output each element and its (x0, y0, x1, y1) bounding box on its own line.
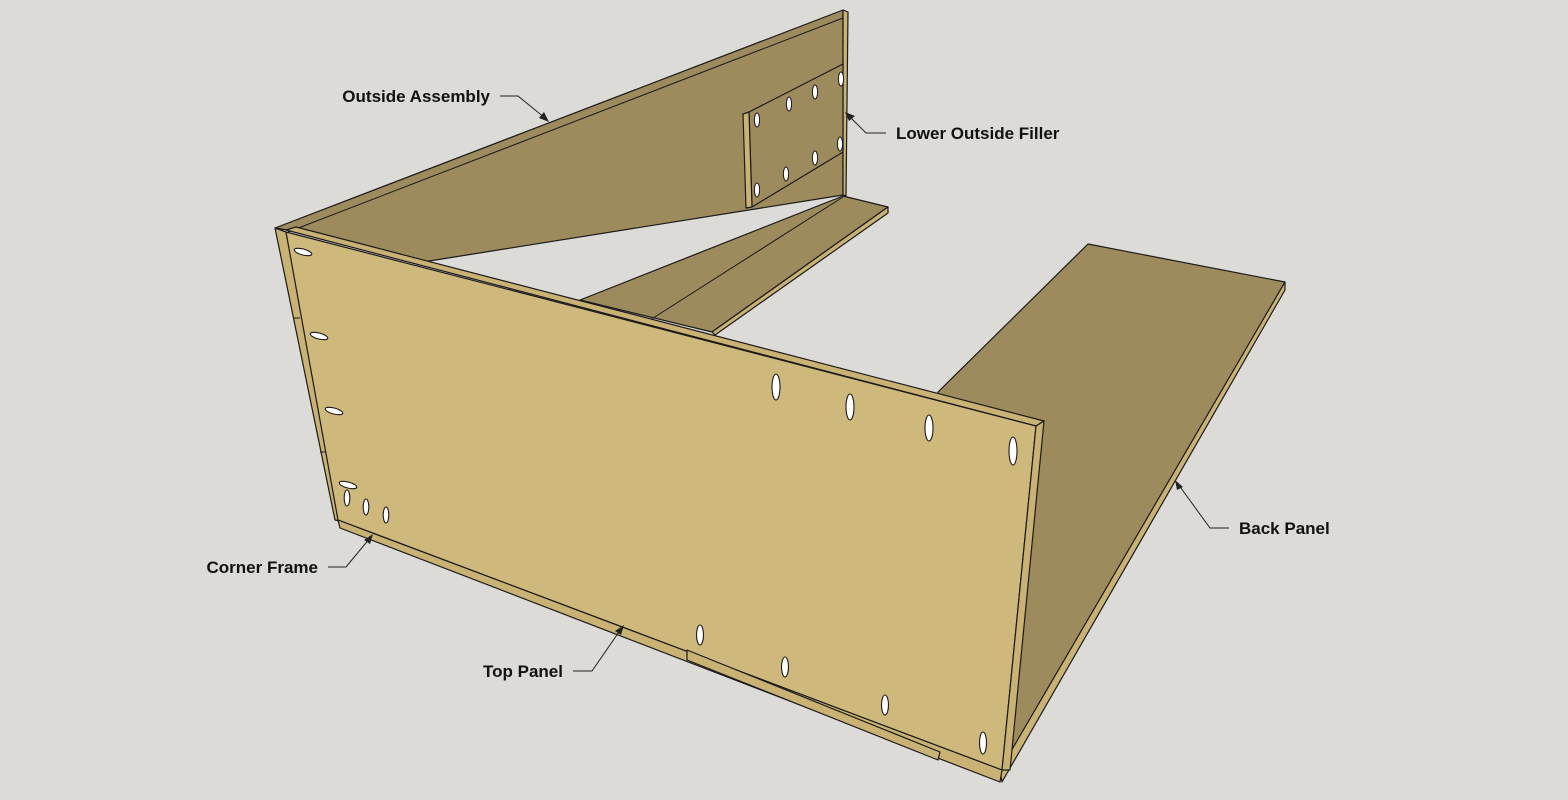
top-panel-label: Top Panel (483, 662, 563, 681)
callout-corner-frame: Corner Frame (207, 534, 373, 577)
back-panel-label: Back Panel (1239, 519, 1330, 538)
top-panel (285, 226, 1045, 783)
interior-stretcher (579, 195, 889, 336)
callout-outside-assembly: Outside Assembly (342, 87, 549, 122)
lower-outside-filler (742, 63, 845, 209)
outside-assembly-label: Outside Assembly (342, 87, 490, 106)
callout-back-panel: Back Panel (1175, 480, 1330, 538)
back-panel (937, 243, 1286, 783)
callout-top-panel: Top Panel (483, 625, 624, 681)
callout-lower-outside-filler: Lower Outside Filler (845, 112, 1060, 143)
lower-outside-filler-label: Lower Outside Filler (896, 124, 1060, 143)
corner-frame-label: Corner Frame (207, 558, 318, 577)
